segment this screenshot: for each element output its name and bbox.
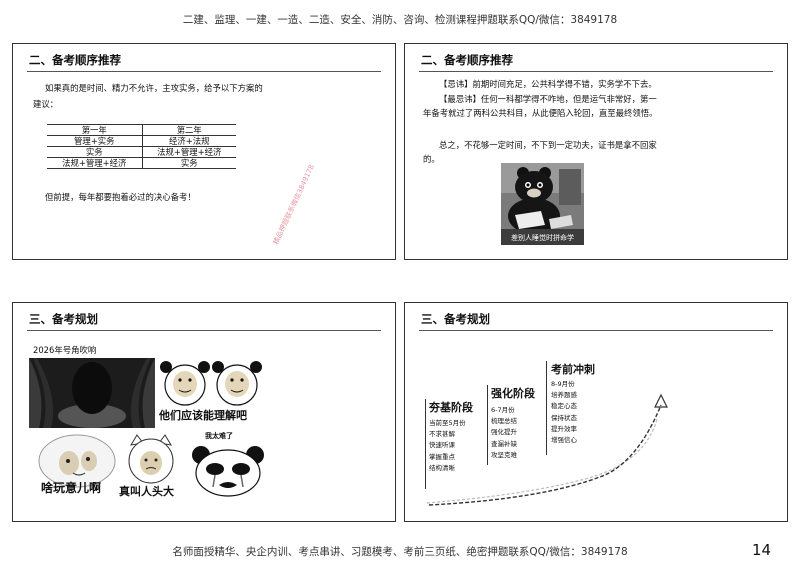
intro-text-line-2: 建议：	[33, 99, 59, 109]
title-divider	[419, 330, 773, 331]
slide-subtitle: 2026年号角吹响	[33, 345, 97, 355]
crying-panda-image	[191, 441, 265, 497]
list-item: 不求甚解	[429, 430, 455, 439]
slide-title: 二、备考顺序推荐	[421, 53, 513, 67]
slide-title: 三、备考规划	[29, 312, 98, 326]
progress-curve-arrow	[426, 393, 668, 506]
page-number: 14	[752, 541, 772, 559]
meme-caption: 啥玩意儿啊	[41, 481, 102, 495]
list-item: 梳理总结	[491, 417, 517, 426]
list-item: 强化提升	[491, 428, 517, 437]
table-row: 管理+实务 经济+法规	[47, 135, 236, 147]
table-cell: 经济+法规	[142, 135, 236, 147]
table-cell: 实务	[142, 157, 236, 169]
list-item: 培养题感	[551, 391, 577, 400]
slide-study-order-warnings: 二、备考顺序推荐 【忌讳】前期时间充足，公共科学得不错，实务学不下去。 【最忌讳…	[404, 43, 788, 260]
cat-face-image	[121, 433, 181, 489]
table-cell: 法规+管理+经济	[47, 157, 143, 169]
blob-face-image	[29, 431, 125, 497]
stage-divider	[546, 361, 547, 455]
slide-study-timeline: 三、备考规划 夯基阶段 当前至5月份 不求甚解 快速听课 掌握重点 结构清晰 强…	[404, 302, 788, 522]
cat-face-illustration	[128, 434, 174, 484]
list-item: 增强信心	[551, 436, 577, 445]
stage-title-foundation: 夯基阶段	[429, 401, 473, 414]
summary-text-line-2: 的。	[423, 154, 440, 164]
closing-text: 但前提，每年都要抱着必过的决心备考！	[45, 192, 196, 202]
header-cell-year-2: 第二年	[142, 124, 236, 136]
list-item: 保持状态	[551, 413, 577, 422]
stage-list-sprint: 8-9月份 培养题感 稳定心态 保持状态 提升效率 增强信心	[551, 379, 577, 446]
stage-title-sprint: 考前冲刺	[551, 363, 595, 376]
table-cell: 管理+实务	[47, 135, 143, 147]
page-header-text: 二建、监理、一建、一造、二造、安全、消防、咨询、检测课程押题联系QQ/微信：38…	[182, 14, 618, 26]
stage-list-foundation: 当前至5月份 不求甚解 快速听课 掌握重点 结构清晰	[429, 418, 466, 474]
meme-caption: 真叫人头大	[119, 485, 174, 498]
table-cell: 实务	[47, 146, 143, 158]
page-footer-text: 名师面授精华、央企内训、考点串讲、习题模考、考前三页纸、绝密押题联系QQ/微信：…	[172, 546, 628, 558]
summary-text-line-1: 总之，不花够一定时间，不下到一定功夫，证书是拿不回家	[439, 140, 657, 150]
stage-divider	[425, 399, 426, 489]
table-row: 实务 法规+管理+经济	[47, 146, 236, 158]
list-item: 查漏补缺	[491, 439, 517, 448]
intro-text-line-1: 如果真的是时间、精力不允许，主攻实务，给予以下方案的	[45, 83, 263, 93]
crying-panda-illustration	[192, 446, 264, 497]
list-item: 结构清晰	[429, 463, 455, 472]
stage-divider	[487, 385, 488, 465]
list-item: 攻坚克难	[491, 450, 517, 459]
image-caption: 差别人睡觉时拼命学	[511, 234, 574, 242]
worst-taboo-text-line-2: 年备考就过了两科公共科目，从此便陷入轮回，直至最终领悟。	[423, 108, 658, 118]
list-item: 稳定心态	[551, 402, 577, 411]
panda-faces-illustration	[160, 361, 262, 406]
stage-list-reinforcement: 6-7月份 梳理总结 强化提升 查漏补缺 攻坚克难	[491, 405, 517, 461]
list-item: 当前至5月份	[429, 419, 466, 427]
list-item: 快速听课	[429, 441, 455, 450]
list-item: 8-9月份	[551, 380, 575, 388]
meme-caption: 他们应该能理解吧	[159, 409, 247, 422]
slide-study-planning-memes: 三、备考规划 2026年号角吹响 他们应该能理解吧	[12, 302, 396, 522]
list-item: 提升效率	[551, 424, 577, 433]
worst-taboo-text-line-1: 【最忌讳】任何一科都学得不咋地，但是运气非常好，第一	[439, 94, 657, 104]
stage-curtain-illustration	[29, 358, 155, 428]
studying-bear-photo: 差别人睡觉时拼命学	[501, 163, 584, 245]
table-header-row: 第一年 第二年	[47, 124, 236, 136]
list-item: 掌握重点	[429, 452, 455, 461]
blob-face-illustration	[38, 434, 116, 488]
header-cell-year-1: 第一年	[47, 124, 143, 136]
slide-study-order-plan: 二、备考顺序推荐 如果真的是时间、精力不允许，主攻实务，给予以下方案的 建议： …	[12, 43, 396, 260]
stage-title-reinforcement: 强化阶段	[491, 387, 535, 400]
meme-caption: 我太难了	[205, 432, 233, 440]
slide-title: 二、备考顺序推荐	[29, 53, 121, 67]
title-divider	[27, 71, 381, 72]
watermark-text: 精品押题联系微信3849178	[271, 163, 317, 246]
slide-title: 三、备考规划	[421, 312, 490, 326]
taboo-text: 【忌讳】前期时间充足，公共科学得不错，实务学不下去。	[439, 79, 657, 89]
list-item: 6-7月份	[491, 406, 515, 414]
panda-duo-image	[159, 359, 263, 419]
bear-illustration	[501, 163, 584, 245]
table-row: 法规+管理+经济 实务	[47, 157, 236, 169]
curtain-image	[29, 358, 155, 428]
table-cell: 法规+管理+经济	[142, 146, 236, 158]
study-plan-table: 第一年 第二年 管理+实务 经济+法规 实务 法规+管理+经济 法规+管理+经济…	[47, 124, 236, 169]
title-divider	[419, 71, 773, 72]
title-divider	[27, 330, 381, 331]
